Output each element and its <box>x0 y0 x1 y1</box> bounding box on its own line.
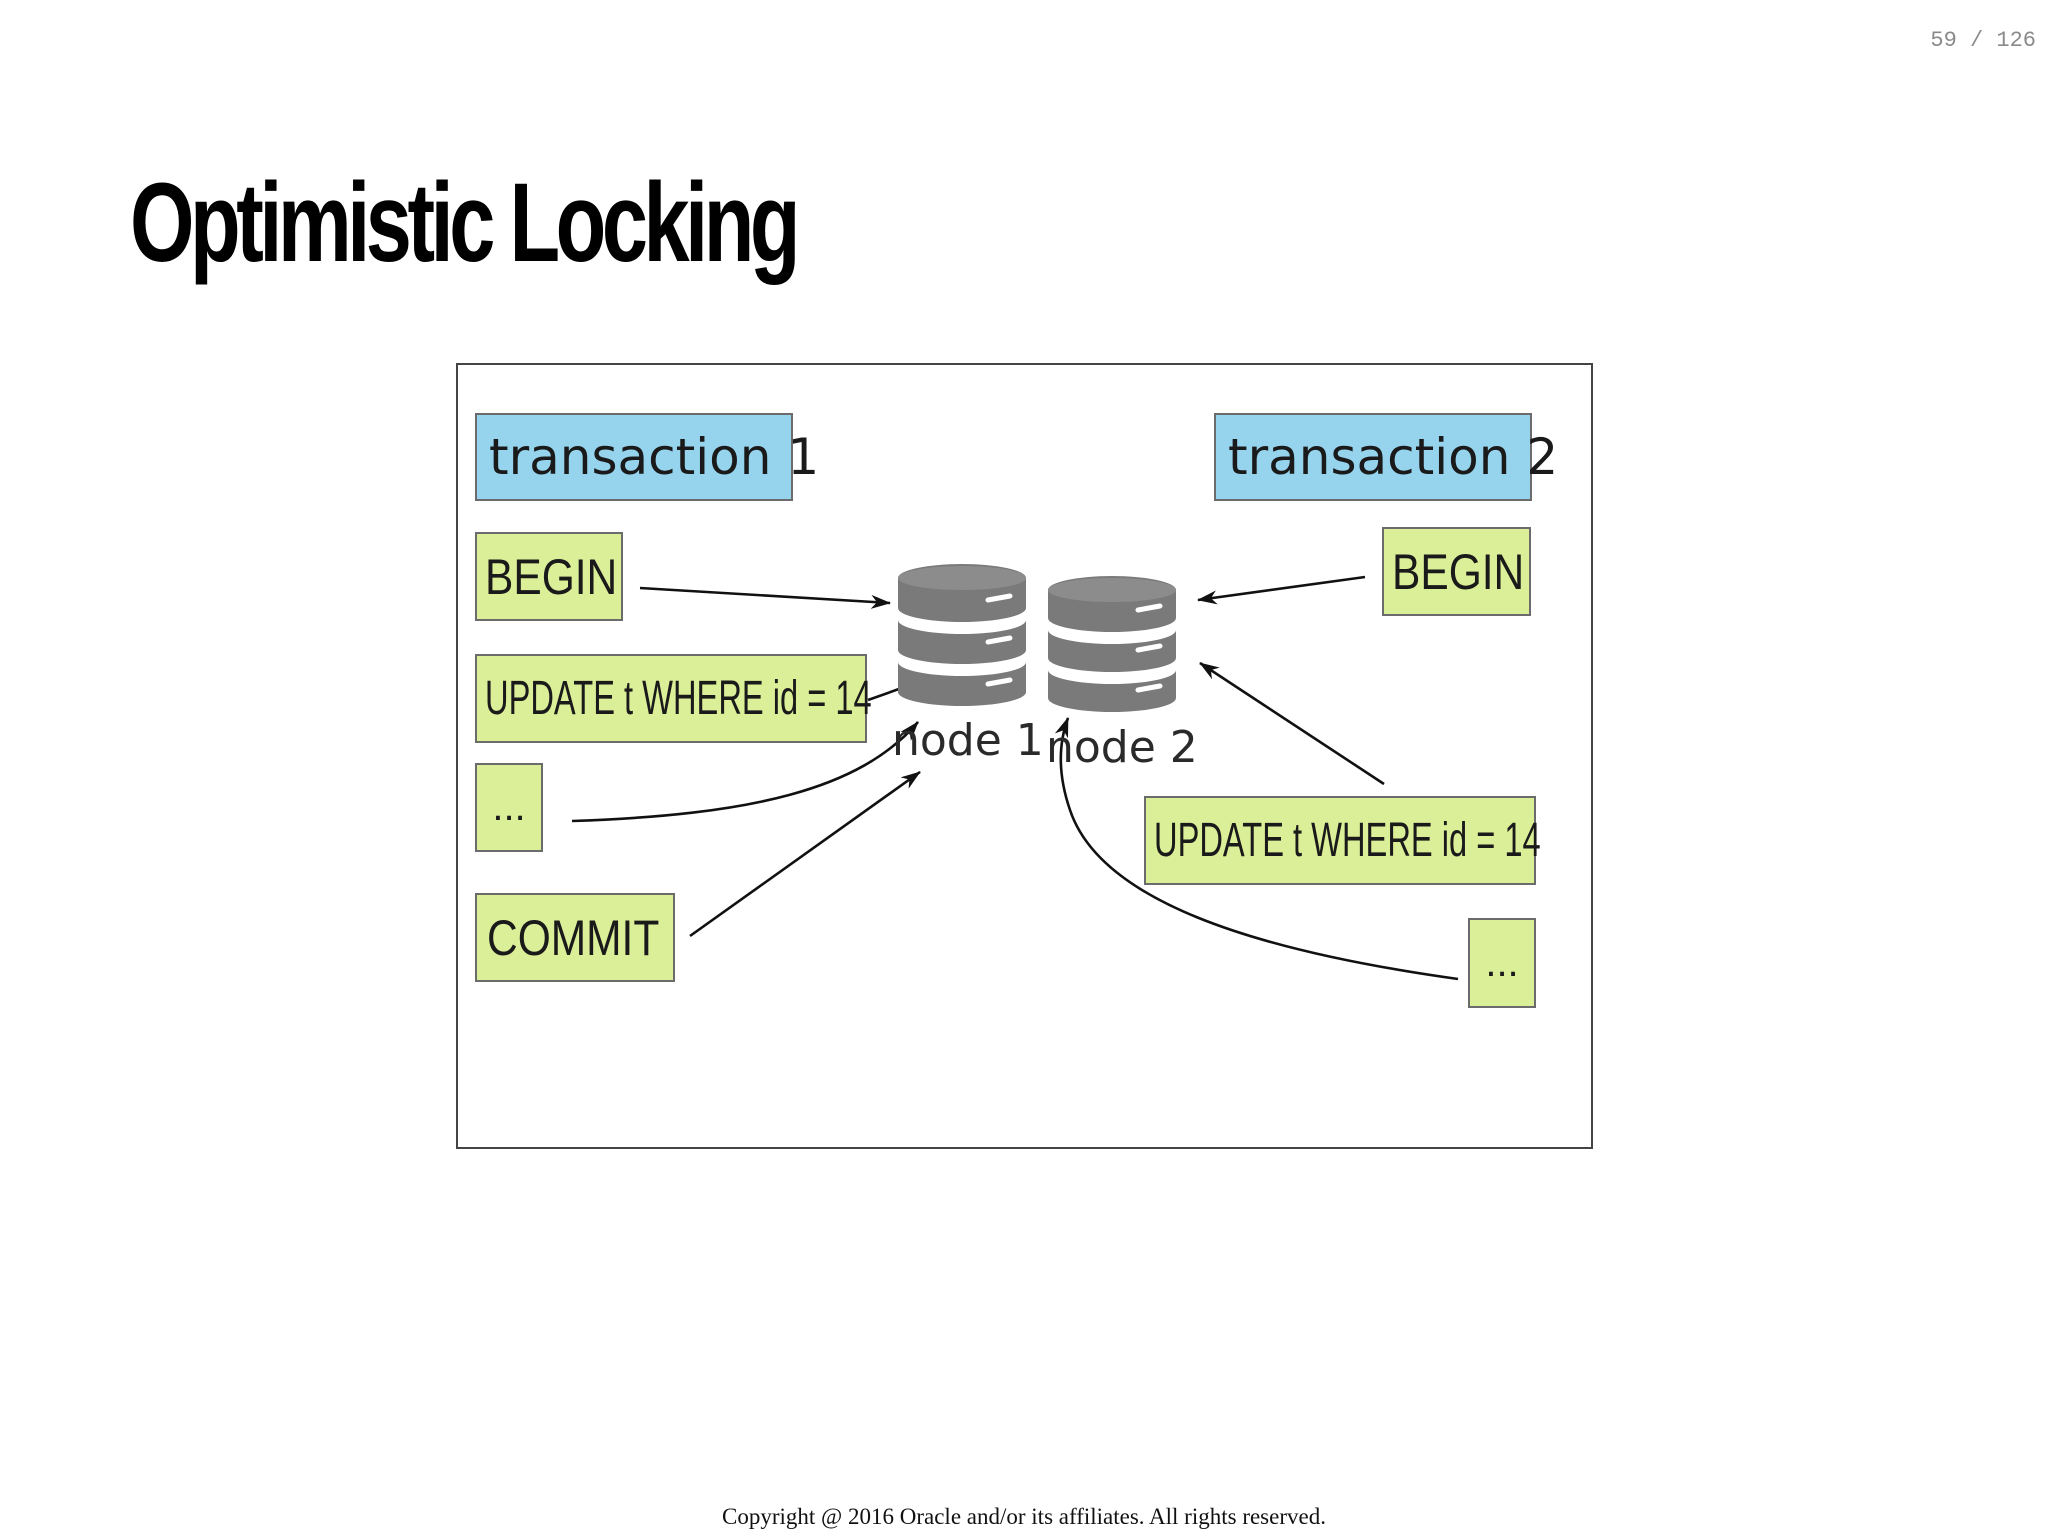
transaction-2-label-text: transaction 2 <box>1228 428 1559 486</box>
page-counter: 59 / 126 <box>1930 28 2036 53</box>
transaction-2-label: transaction 2 <box>1214 413 1558 501</box>
transaction-1-commit-box: COMMIT <box>475 893 675 982</box>
node-2-label: node 2 <box>1046 722 1198 773</box>
node-1-label: node 1 <box>892 715 1044 766</box>
transaction-2-ellipsis-text: ... <box>1485 940 1519 985</box>
transaction-2-ellipsis-box: ... <box>1468 918 1536 1008</box>
transaction-1-label-text: transaction 1 <box>489 428 820 486</box>
database-icon <box>898 564 1026 706</box>
transaction-2-update-text: UPDATE t WHERE id = 14 <box>1154 814 1541 867</box>
slide-title: Optimistic Locking <box>130 160 801 285</box>
transaction-2-begin-box: BEGIN <box>1382 527 1531 616</box>
copyright-notice: Copyright @ 2016 Oracle and/or its affil… <box>722 1504 1326 1529</box>
transaction-1-label: transaction 1 <box>475 413 819 501</box>
database-icon <box>1048 576 1176 712</box>
transaction-2-update-box: UPDATE t WHERE id = 14 <box>1144 796 1541 885</box>
transaction-1-ellipsis-box: ... <box>475 763 543 852</box>
transaction-1-commit-text: COMMIT <box>487 909 660 966</box>
transaction-2-begin-text: BEGIN <box>1392 543 1525 600</box>
transaction-1-update-text: UPDATE t WHERE id = 14 <box>485 672 872 725</box>
transaction-1-ellipsis-text: ... <box>492 785 526 829</box>
transaction-1-begin-box: BEGIN <box>475 532 623 621</box>
transaction-1-begin-text: BEGIN <box>485 548 618 605</box>
transaction-1-update-box: UPDATE t WHERE id = 14 <box>475 654 872 743</box>
